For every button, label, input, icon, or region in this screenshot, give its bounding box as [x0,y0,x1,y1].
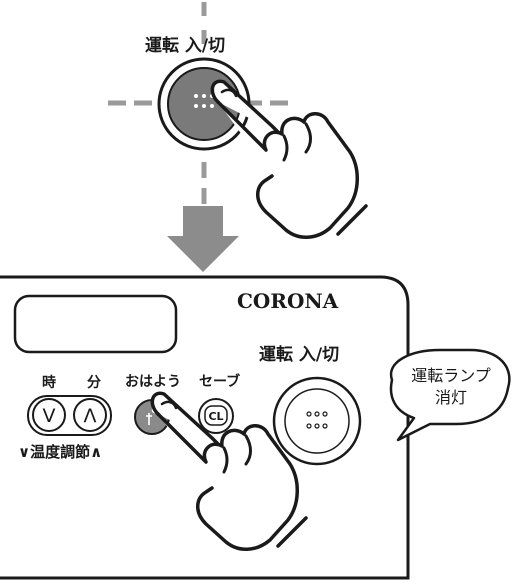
down-button[interactable]: V [32,398,66,432]
control-panel: CORONA 運転 入/切 時 分 V Λ ∨温度調節∧ おはよう セーブ [0,275,410,580]
panel-power-button[interactable] [272,376,362,466]
temp-time-buttons: V Λ [27,395,112,436]
up-button[interactable]: Λ [73,398,107,432]
hour-label: 時 [42,374,56,391]
top-illustration: 運転 入/切 [108,2,368,240]
up-button-glyph: Λ [84,405,97,427]
down-arrow-icon [167,206,239,272]
temp-adjust-label: ∨温度調節∧ [18,443,102,461]
callout-line2: 消灯 [435,388,467,407]
cl-glyph: CL [208,410,223,423]
minute-label: 分 [87,375,101,391]
pointing-hand-icon [210,79,368,240]
save-button[interactable]: CL [198,398,234,434]
save-label: セーブ [199,373,240,390]
down-button-glyph: V [43,405,56,427]
ohayou-label: おはよう [125,374,181,390]
panel-power-label: 運転 入/切 [259,344,339,365]
callout-bubble: 運転ランプ 消灯 [389,348,511,442]
display-window [13,294,178,354]
top-power-label: 運転 入/切 [145,35,225,56]
panel-power-button-dots [306,411,328,429]
brand-logo: CORONA [237,289,339,313]
callout-line1: 運転ランプ [411,366,491,385]
